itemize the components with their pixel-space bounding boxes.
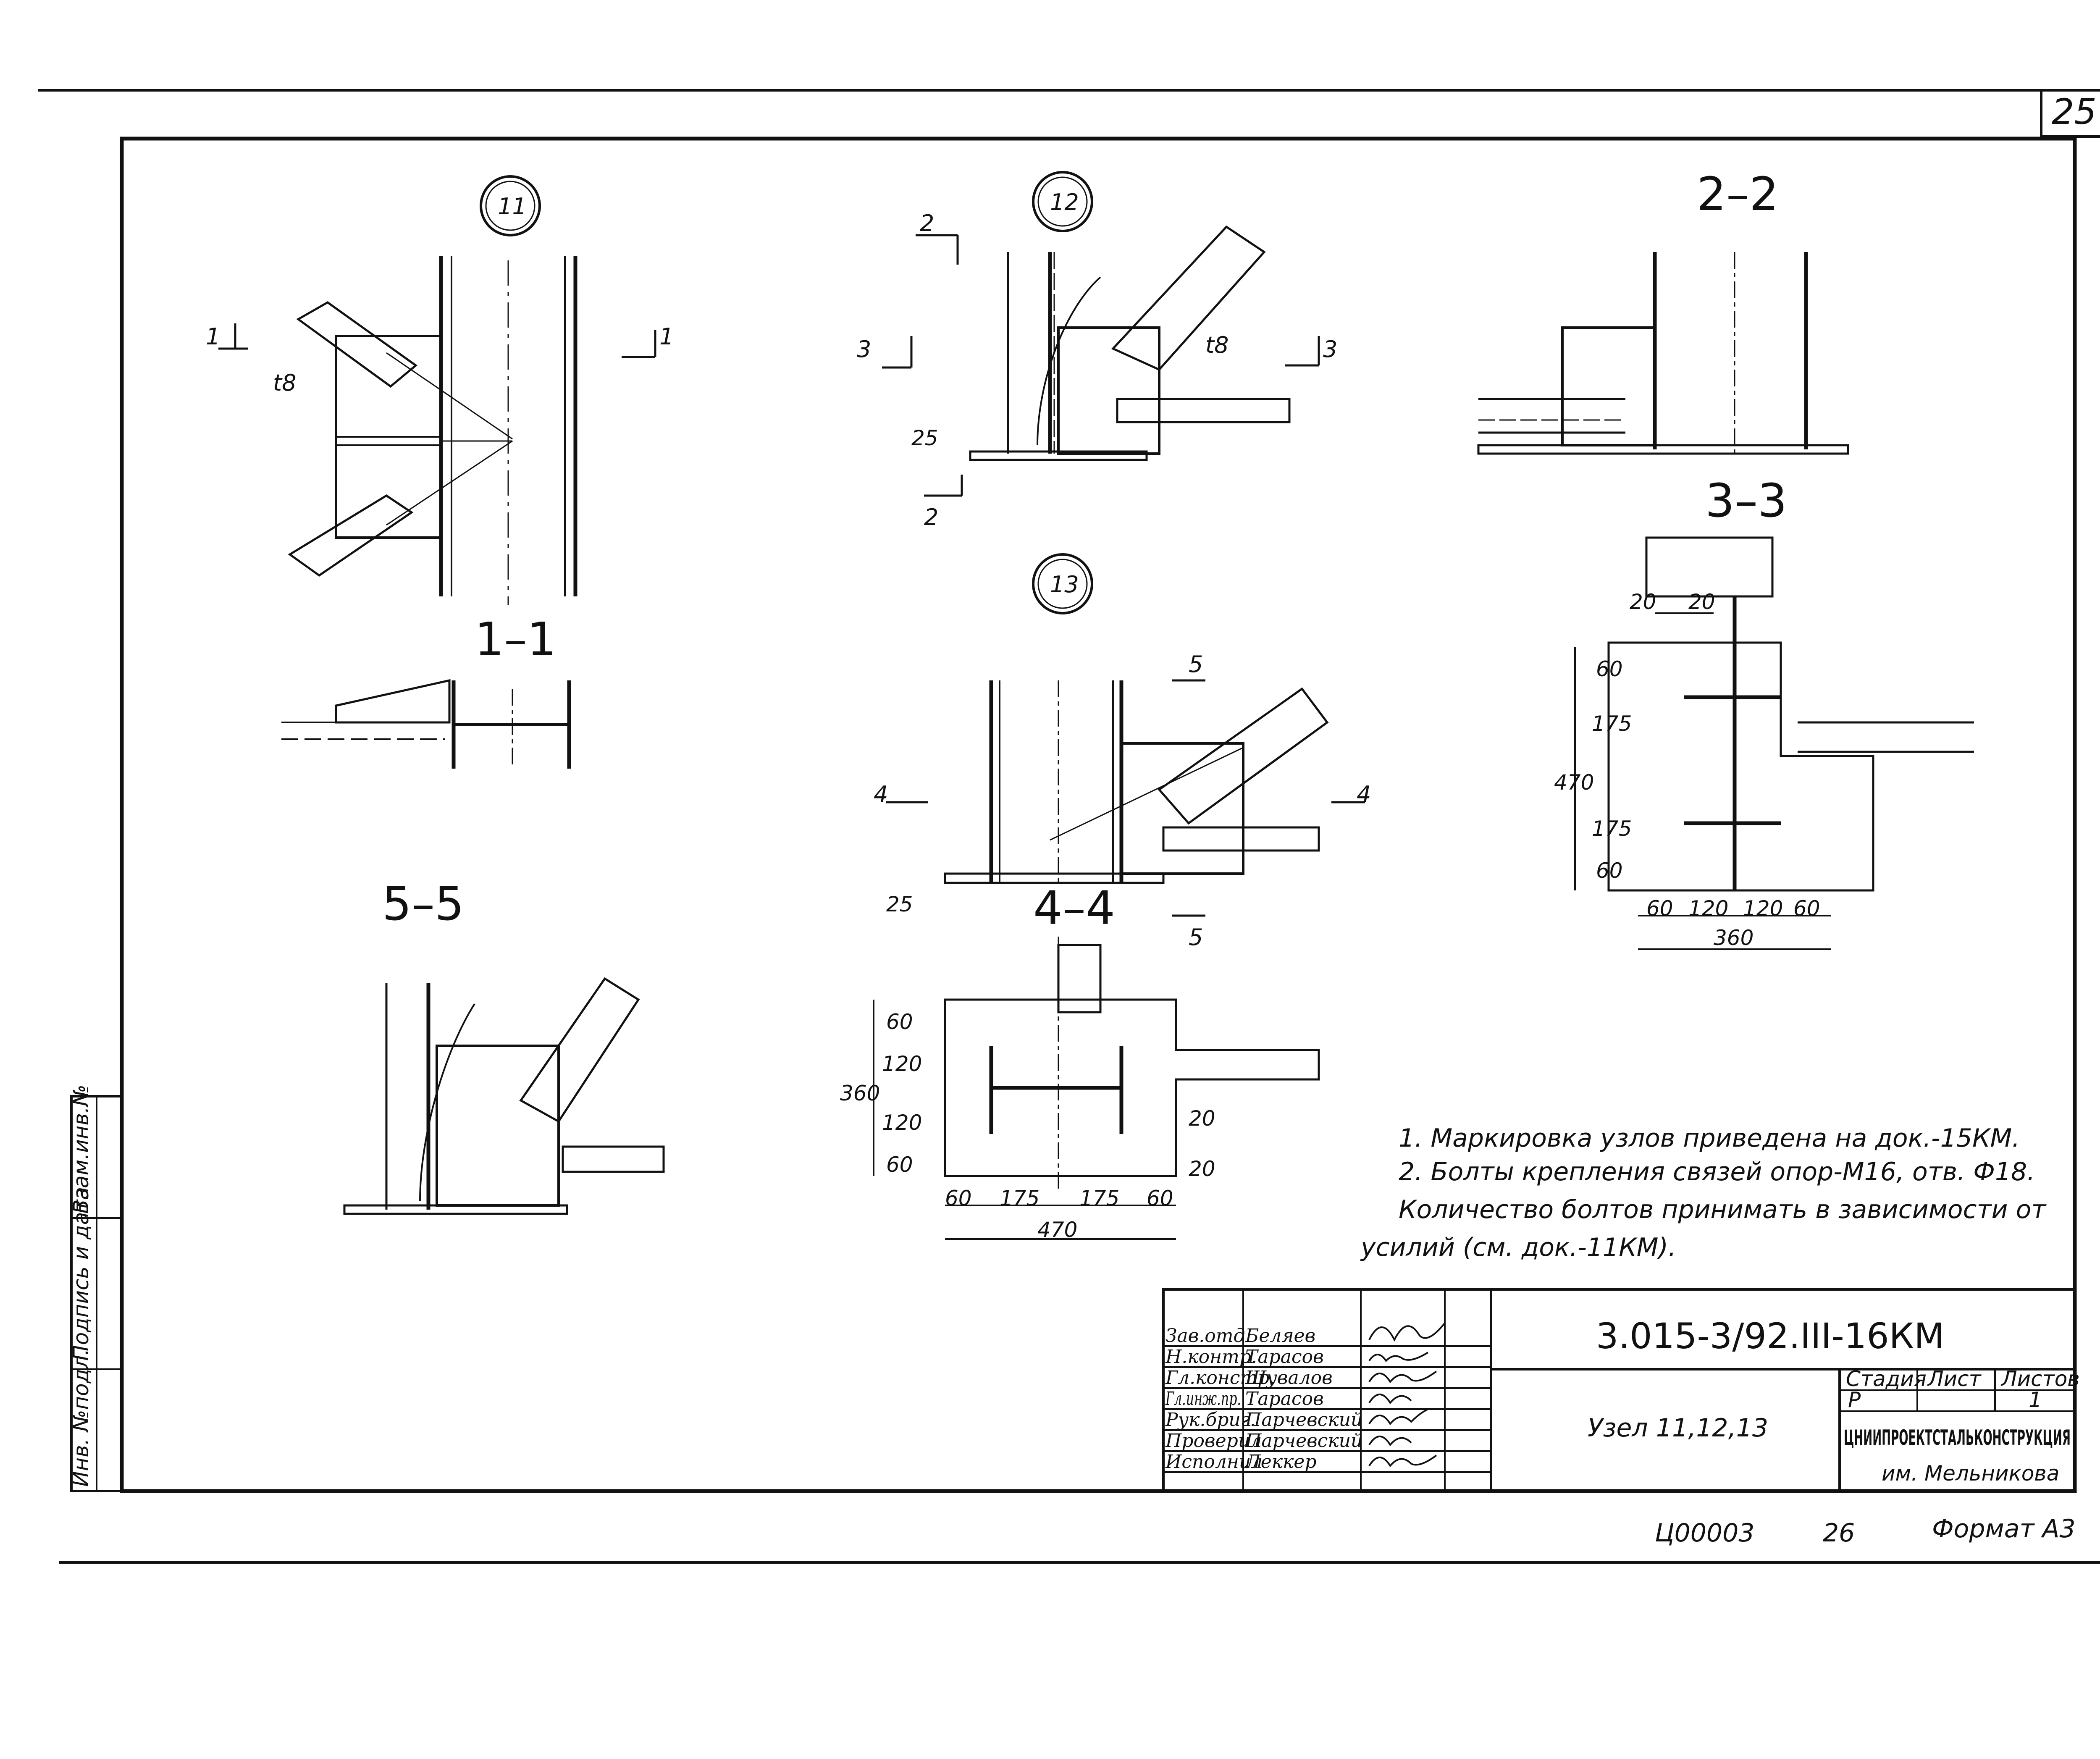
name-1: Тарасов: [1245, 1346, 1324, 1368]
format-label: Формат А3: [1932, 1514, 2076, 1544]
node-5-5-gusset: [436, 1045, 560, 1207]
bottom-number: 26: [1823, 1518, 1855, 1548]
role-0: Зав.отд.: [1166, 1325, 1251, 1347]
dim-470-4-4: 470: [1037, 1218, 1077, 1242]
dim-175-4-4-b: 175: [1079, 1186, 1119, 1210]
dim-60-4-4-bottom: 60: [886, 1153, 913, 1177]
marker-3-right: 3: [1323, 336, 1337, 362]
node-13-gusset: [1120, 742, 1244, 875]
note-1: 1. Маркировка узлов приведена на док.-15…: [1399, 1124, 2020, 1153]
dim-120-4-4-a: 120: [882, 1052, 922, 1076]
name-0: Беляев: [1245, 1325, 1315, 1347]
dim-175-3-3-b: 175: [1592, 816, 1632, 841]
signatures: [1368, 1322, 1446, 1468]
dim-120-3-3-b: 120: [1743, 896, 1783, 921]
role-3: Гл.инж.пр.: [1165, 1388, 1241, 1410]
stage-value: Р: [1848, 1388, 1861, 1412]
section-1-1-title: 1–1: [475, 612, 556, 666]
sheet-label: Лист: [1927, 1367, 1982, 1391]
base-plate-3-3: [1607, 641, 1874, 892]
section-2-2-title: 2–2: [1697, 167, 1779, 221]
node-11-label: 11: [498, 193, 527, 220]
plate-t8-label-12: t8: [1205, 332, 1229, 358]
marker-5-bottom: 5: [1189, 924, 1203, 950]
dim-60-4-4-top: 60: [886, 1010, 913, 1034]
section-3-3-title: 3–3: [1705, 474, 1787, 528]
sheets-label: Листов: [2000, 1367, 2080, 1391]
base-plate-4-4: [944, 998, 1320, 1177]
note-2-end: усилий (см. док.-11КМ).: [1360, 1233, 1676, 1262]
dim-60-3-3-bottom: 60: [1596, 858, 1623, 883]
stamp-podpis: Подпись и дата: [69, 1187, 93, 1361]
stamp-inv-podl: Инв. №подл.: [69, 1349, 93, 1487]
marker-3-left: 3: [857, 336, 871, 362]
name-2: Шувалов: [1245, 1367, 1333, 1389]
stamp-vzam: Взам.инв.№: [69, 1084, 93, 1214]
dim-20-a: 20: [1630, 590, 1656, 614]
dim-175-3-3-a: 175: [1592, 711, 1632, 736]
sheet-number-box: [2040, 89, 2100, 138]
dim-60-3-3-left: 60: [1646, 896, 1673, 921]
plate-t8-label-11: t8: [273, 370, 297, 396]
note-2-cont: Количество болтов принимать в зависимост…: [1399, 1195, 2047, 1224]
stage-label: Стадия: [1846, 1367, 1927, 1391]
marker-1-right: 1: [659, 323, 674, 350]
node-12-label: 12: [1050, 189, 1079, 215]
dim-60-3-3-top: 60: [1596, 657, 1623, 681]
drawing-frame: [120, 137, 2077, 1493]
marker-2-top: 2: [920, 210, 934, 236]
dim-360-3-3: 360: [1714, 926, 1754, 950]
name-5: Парчевский: [1245, 1430, 1362, 1452]
section-2-2-gusset: [1561, 326, 1656, 446]
document-code: 3.015-3/92.III-16КМ: [1596, 1315, 1945, 1357]
dim-20-b: 20: [1688, 590, 1715, 614]
name-6: Леккер: [1244, 1451, 1317, 1473]
role-2: Гл.констр.: [1165, 1367, 1275, 1389]
organization-name: ЦНИИПРОЕКТСТАЛЬКОНСТРУКЦИЯ: [1844, 1426, 2071, 1450]
node-12-circle: [1032, 171, 1093, 232]
section-4-4-title: 4–4: [1033, 881, 1115, 935]
sheets-value: 1: [2029, 1388, 2042, 1412]
drawing-title: Узел 11,12,13: [1588, 1413, 1768, 1443]
marker-1-left: 1: [206, 323, 220, 350]
node-11-circle: [480, 175, 541, 236]
section-5-5-title: 5–5: [382, 877, 464, 931]
role-1: Н.контр.: [1165, 1346, 1257, 1368]
node-12-gusset: [1057, 326, 1160, 455]
name-4: Парчевский: [1245, 1409, 1362, 1431]
marker-2-bottom: 2: [924, 504, 938, 530]
marker-4-right: 4: [1357, 781, 1371, 808]
note-2: 2. Болты крепления связей опор-М16, отв.…: [1399, 1157, 2035, 1187]
name-3: Тарасов: [1245, 1388, 1324, 1410]
dim-25-node13: 25: [886, 892, 913, 916]
marker-5-top: 5: [1189, 651, 1203, 677]
dim-360-4-4: 360: [840, 1081, 880, 1105]
dim-25-node12: 25: [911, 426, 938, 450]
marker-4-left: 4: [874, 781, 888, 808]
dim-120-3-3-a: 120: [1688, 896, 1728, 921]
dim-60-4-4-left: 60: [945, 1186, 972, 1210]
dim-470-3-3: 470: [1554, 770, 1594, 795]
dim-175-4-4-a: 175: [1000, 1186, 1040, 1210]
node-13-circle: [1032, 553, 1093, 614]
node-13-label: 13: [1050, 571, 1079, 598]
sheet-number: 25: [2052, 91, 2097, 132]
dim-120-4-4-b: 120: [882, 1111, 922, 1135]
dim-60-3-3-right: 60: [1793, 896, 1820, 921]
dim-60-4-4-right: 60: [1147, 1186, 1173, 1210]
dim-20-4-4-b: 20: [1189, 1157, 1215, 1181]
role-6: Исполнил: [1165, 1451, 1263, 1473]
organization-subtitle: им. Мельникова: [1882, 1461, 2059, 1486]
role-5: Проверил: [1165, 1430, 1262, 1452]
bottom-code: Ц00003: [1655, 1518, 1754, 1548]
role-4: Рук.бриг.: [1165, 1409, 1256, 1431]
dim-20-4-4-a: 20: [1189, 1106, 1215, 1131]
